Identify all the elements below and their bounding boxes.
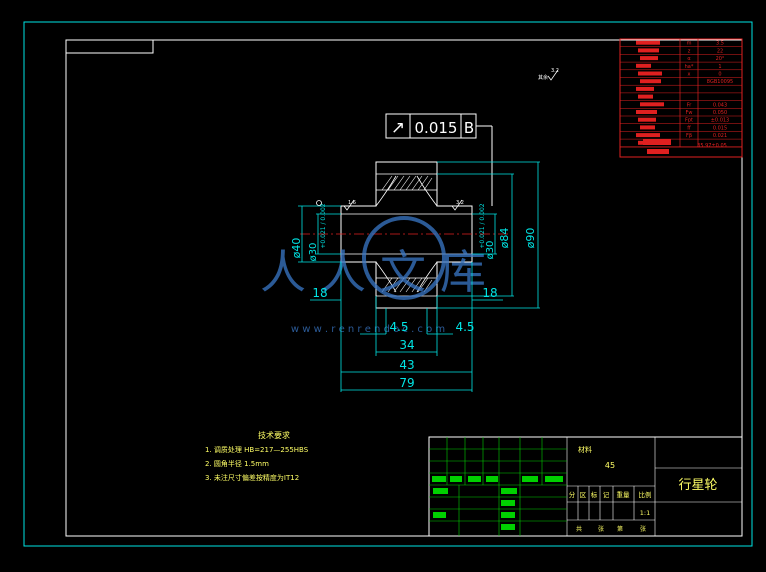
dim-len-34: 34 — [399, 338, 414, 352]
dim-len-4-5-right: 4.5 — [455, 320, 474, 334]
watermark-url: w w w . r e n r e n d o c . c o m — [291, 324, 445, 335]
title-block: 材料 45 行星轮 分 区 标 记 重量 比例 1:1 共 张 第 张 — [428, 436, 743, 537]
runout-symbol-icon: ↗ — [391, 118, 405, 138]
dim-dia-30-left-tol: +0.021 / 0.002 — [320, 203, 327, 248]
param-row-value: 8GB10095 — [707, 79, 733, 85]
param-row-value: 3.5 — [716, 41, 724, 47]
param-row-symbol: Fpt — [685, 118, 693, 124]
param-row-label-mark — [638, 94, 653, 99]
param-row-value: 1 — [718, 64, 721, 70]
param-row-label-mark — [640, 79, 661, 84]
roughness-top-value: 3.2 — [551, 68, 559, 74]
runout-tolerance-frame: ↗ 0.015 B — [385, 113, 493, 206]
dim-dia-84: ø84 — [498, 228, 511, 249]
param-row-label-mark — [640, 102, 664, 107]
material-label: 材料 — [578, 445, 592, 454]
tb-header-weight: 重量 — [617, 491, 631, 499]
dim-len-18-right: 18 — [482, 286, 497, 300]
roughness-left-value: 1.6 — [348, 200, 356, 206]
param-row-label-mark — [636, 133, 660, 138]
tech-note-3: 3. 未注尺寸偏差按精度为IT12 — [205, 473, 299, 482]
param-table-footer: 35.97±0.05 — [697, 143, 727, 149]
tb-header-1: 分 — [569, 490, 576, 499]
watermark-logo-text: 人人文库 — [260, 245, 500, 299]
roughness-left-symbol: 1.6 — [316, 199, 356, 211]
param-row-symbol: m — [687, 41, 692, 47]
part-name: 行星轮 — [678, 478, 717, 493]
param-row-label-mark — [636, 86, 654, 91]
material-value: 45 — [605, 461, 615, 470]
param-row-symbol: Fw — [686, 110, 693, 116]
param-row-value: ±0.013 — [711, 118, 730, 124]
param-row-label-mark — [636, 110, 657, 114]
param-row-value: 0.043 — [713, 102, 727, 108]
outer-border — [23, 21, 753, 547]
tb-header-4: 记 — [603, 491, 610, 499]
param-row-label-mark — [640, 56, 658, 61]
dim-dia-30-right: ø30 — [485, 241, 496, 260]
dim-dia-40: ø40 — [290, 238, 303, 259]
param-row-value: 0.050 — [713, 110, 727, 116]
sheet-label-1: 共 — [576, 525, 582, 533]
vertical-dimension-lines — [298, 161, 540, 309]
param-table-footer-mark-2 — [647, 149, 669, 154]
tb-header-scale: 比例 — [639, 490, 652, 499]
datum-letter: B — [464, 119, 474, 137]
param-row-symbol: Fβ — [686, 133, 692, 139]
tech-note-2: 2. 圆角半径 1.5mm — [205, 459, 269, 468]
general-roughness-symbol: 其余 3.2 — [538, 68, 559, 81]
param-row-symbol: Fr — [687, 102, 693, 108]
param-row-label-mark — [636, 63, 651, 68]
dim-dia-30-left: ø30 — [308, 243, 319, 262]
roughness-right-value: 3.2 — [456, 200, 464, 206]
param-table-footer-mark — [643, 139, 671, 145]
param-row-label-mark — [638, 48, 659, 53]
tb-header-2: 区 — [580, 491, 587, 499]
param-row-symbol: z — [688, 48, 691, 54]
param-row-symbol: ha* — [685, 64, 694, 70]
param-row-value: 0.015 — [713, 125, 727, 131]
watermark: 人人文库 w w w . r e n r e n d o c . c o m — [260, 216, 500, 335]
tech-notes-heading: 技术要求 — [258, 430, 290, 440]
param-row-value: 22 — [717, 48, 723, 54]
sheet-label-4: 张 — [640, 525, 646, 533]
param-row-value: 0 — [718, 72, 721, 78]
code-box — [65, 39, 154, 54]
dim-len-4-5-left: 4.5 — [389, 320, 408, 334]
param-row-symbol: α — [687, 56, 691, 62]
tolerance-value: 0.015 — [415, 119, 458, 137]
scale-value: 1:1 — [640, 509, 650, 517]
inner-border — [65, 39, 743, 537]
technical-requirements: 技术要求 1. 调质处理 HB=217—255HBS 2. 圆角半径 1.5mm… — [205, 430, 309, 482]
tb-header-3: 标 — [591, 490, 598, 499]
dim-dia-30-right-tol: +0.021 / 0.002 — [479, 203, 486, 248]
roughness-note-label: 其余 — [538, 74, 548, 81]
dim-len-43: 43 — [399, 358, 414, 372]
roughness-right-symbol: 3.2 — [451, 199, 464, 211]
param-row-label-mark — [636, 40, 660, 45]
param-row-symbol: ff — [687, 125, 691, 131]
horizontal-dimension-lines — [310, 262, 503, 392]
dim-len-79: 79 — [399, 376, 414, 390]
param-row-value: 20° — [716, 56, 725, 62]
param-row-value: 0.021 — [713, 133, 727, 139]
tech-note-1: 1. 调质处理 HB=217—255HBS — [205, 445, 309, 454]
param-row-label-mark — [638, 117, 656, 122]
param-row-label-mark — [638, 71, 662, 76]
dim-len-18-left: 18 — [312, 286, 327, 300]
sheet-label-3: 第 — [617, 525, 623, 533]
dim-dia-90: ø90 — [524, 228, 537, 249]
param-row-symbol: x — [688, 72, 691, 78]
param-row-label-mark — [640, 125, 655, 130]
sheet-label-2: 张 — [598, 525, 604, 533]
